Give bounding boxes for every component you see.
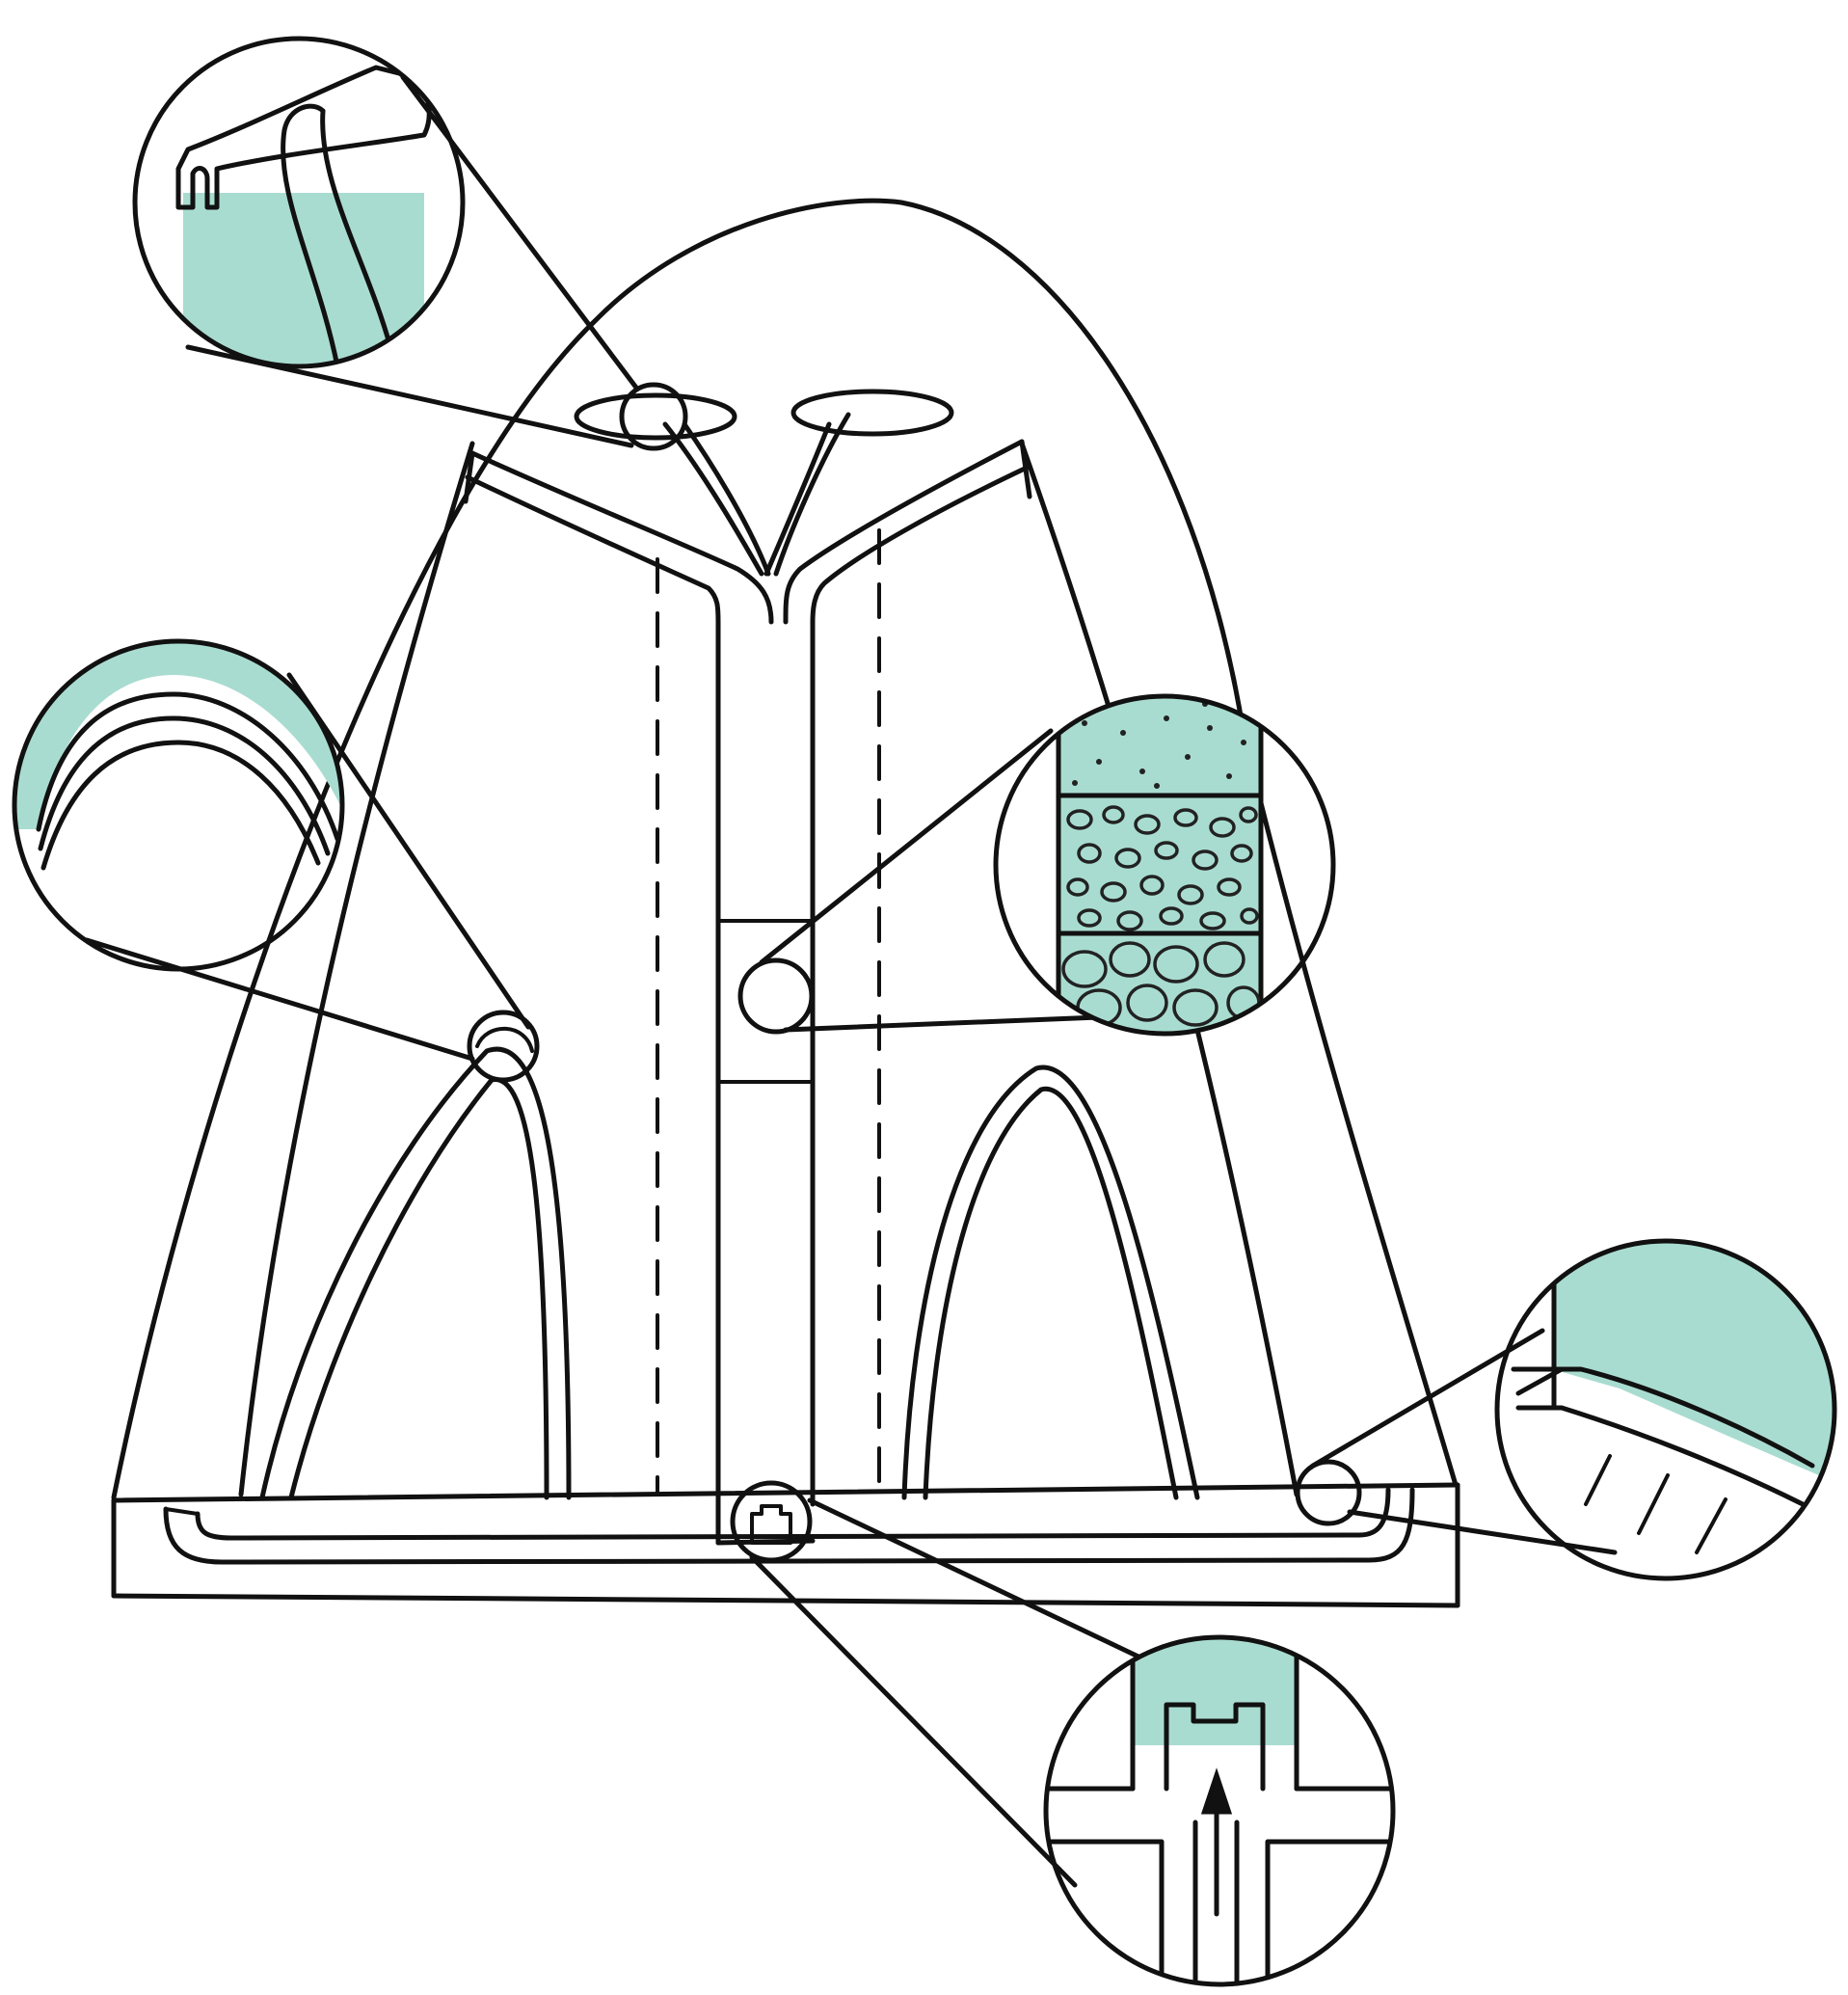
- stem-right-outer: [776, 415, 848, 574]
- connector-mid-b: [786, 1017, 1099, 1030]
- connector-top-a: [403, 77, 636, 388]
- right-arch-outer: [904, 1067, 1197, 1497]
- cap-right: [793, 391, 951, 434]
- connector-right-b: [1350, 1512, 1615, 1552]
- soil-gravel-layers-detail-icon: [996, 692, 1333, 1037]
- left-arch-inner: [291, 1080, 547, 1497]
- marker-arch-inner-curve: [477, 1029, 532, 1051]
- stem-right-inner: [766, 424, 829, 574]
- connector-bottom-a: [810, 1500, 1142, 1658]
- base-slab-bottom: [114, 1596, 1458, 1605]
- ridge-beam-right-lower: [813, 468, 1027, 622]
- cap-left: [576, 395, 735, 438]
- base-slope-detail-icon: [1497, 1239, 1841, 1578]
- arch-layers-detail-icon: [14, 627, 347, 969]
- inner-roof-left: [241, 444, 472, 1495]
- ridge-beam-lower: [468, 477, 718, 622]
- right-arch-inner: [925, 1089, 1176, 1497]
- arch-layers-circle: [14, 641, 342, 969]
- drain-channel-lip-left: [166, 1509, 198, 1514]
- slope-hatch-1: [1586, 1456, 1610, 1504]
- ridge-cap-body: [178, 67, 429, 207]
- upward-arrow-slot-detail-icon: [1046, 1637, 1398, 1986]
- slope-hatch-2: [1639, 1475, 1668, 1533]
- connector-left-b: [87, 940, 472, 1059]
- slope-hatch-3: [1697, 1499, 1726, 1552]
- arrow-head: [1203, 1772, 1230, 1813]
- ridge-cap-stem-top: [284, 106, 323, 130]
- marker-column-window: [740, 960, 812, 1032]
- arch-layer-3: [43, 742, 318, 868]
- stem-left-outer: [665, 424, 762, 574]
- connector-bottom-b: [752, 1557, 1075, 1885]
- slot-floor-right-bottom: [1268, 1842, 1398, 1986]
- ridge-beam-upper: [472, 453, 771, 622]
